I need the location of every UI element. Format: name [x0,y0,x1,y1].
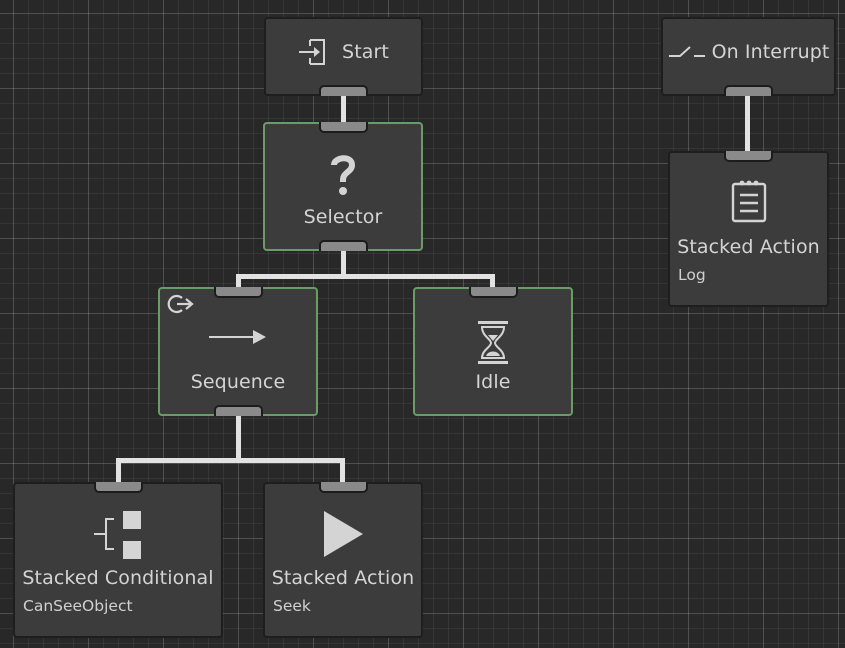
input-port[interactable] [318,482,368,493]
input-port[interactable] [318,122,368,133]
conditional-stack-icon [94,511,141,559]
input-port[interactable] [468,287,518,298]
idle-node[interactable]: Idle [413,287,573,416]
restart-icon [167,294,194,314]
start-node[interactable]: Start [264,17,423,96]
selector-node[interactable]: Selector [263,122,423,251]
input-port[interactable] [213,287,263,298]
connection-bus-seek [340,458,345,483]
arrow-right-icon [209,330,266,344]
stacked-action-seek-node[interactable]: Stacked Action Seek [263,482,423,638]
connection-start-selector [341,95,346,123]
output-port[interactable] [213,405,263,416]
play-icon [324,511,363,557]
entry-icon [299,38,326,65]
question-mark-icon [331,155,356,195]
node-subtitle: CanSeeObject [23,597,133,615]
notepad-icon [731,180,766,223]
node-title: Stacked Conditional [22,567,214,589]
node-title: Idle [475,371,511,393]
output-port[interactable] [318,240,368,251]
node-subtitle: Seek [273,597,311,615]
switch-icon [668,45,705,57]
node-title: Start [342,40,389,63]
hourglass-icon [478,321,508,364]
node-subtitle: Log [678,266,706,284]
output-port[interactable] [319,85,368,96]
connection-bus-idle [490,274,495,288]
node-title: Stacked Action [271,567,415,589]
node-title: Selector [303,206,383,228]
connection-selector-trunk [341,250,346,278]
node-title: Stacked Action [677,236,820,258]
on-interrupt-node[interactable]: On Interrupt [661,17,836,96]
input-port[interactable] [93,482,143,493]
output-port[interactable] [724,85,773,96]
connection-sequence-trunk [236,415,241,462]
connection-bus-conditional [116,458,121,483]
node-title: On Interrupt [711,40,830,63]
connection-interrupt-log [745,95,750,152]
input-port[interactable] [724,151,773,162]
sequence-node[interactable]: Sequence [158,287,318,416]
node-title: Sequence [190,371,286,393]
stacked-action-log-node[interactable]: Stacked Action Log [668,151,829,307]
connection-selector-bus [236,274,495,279]
stacked-conditional-node[interactable]: Stacked Conditional CanSeeObject [13,482,223,638]
connection-bus-sequence [236,274,241,288]
connection-sequence-bus [116,458,345,463]
